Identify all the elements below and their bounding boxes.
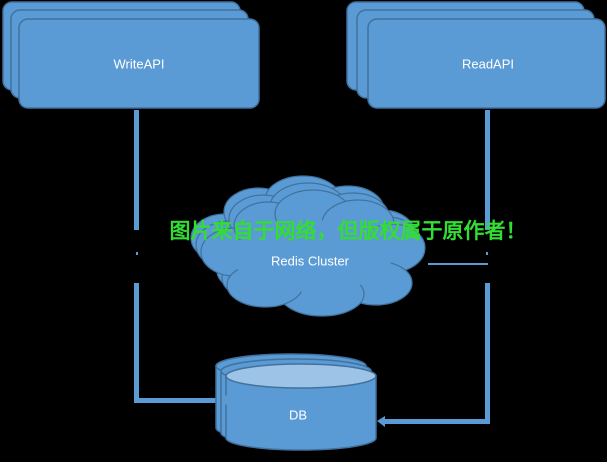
read-arrowhead	[377, 416, 385, 427]
redis-cloud-front	[200, 189, 426, 317]
read-api-box	[367, 18, 606, 109]
read-connector-lower	[485, 283, 490, 423]
write-connector-lower	[134, 283, 139, 403]
write-api-label: WriteAPI	[113, 56, 164, 71]
write-connector-upper	[134, 110, 139, 230]
db-node	[215, 353, 377, 451]
write-to-db-connector	[134, 398, 224, 403]
read-api-node	[346, 1, 606, 109]
db-cylinder-front	[225, 363, 377, 451]
watermark-text: 图片来自于网络，但版权属于原作者！	[170, 219, 527, 243]
redis-to-read-connector	[428, 263, 488, 265]
read-to-db-connector	[385, 419, 490, 424]
write-arrowhead	[224, 394, 232, 406]
connectors	[134, 110, 490, 424]
read-connector-dot	[486, 252, 488, 255]
redis-cluster-label: Redis Cluster	[271, 253, 350, 268]
redis-cluster-node	[190, 175, 426, 317]
read-api-label: ReadAPI	[462, 56, 514, 71]
write-api-box	[18, 18, 260, 109]
write-connector-dot	[136, 252, 138, 255]
write-api-node	[2, 1, 260, 109]
read-connector-upper	[485, 110, 490, 230]
db-label: DB	[289, 407, 307, 422]
